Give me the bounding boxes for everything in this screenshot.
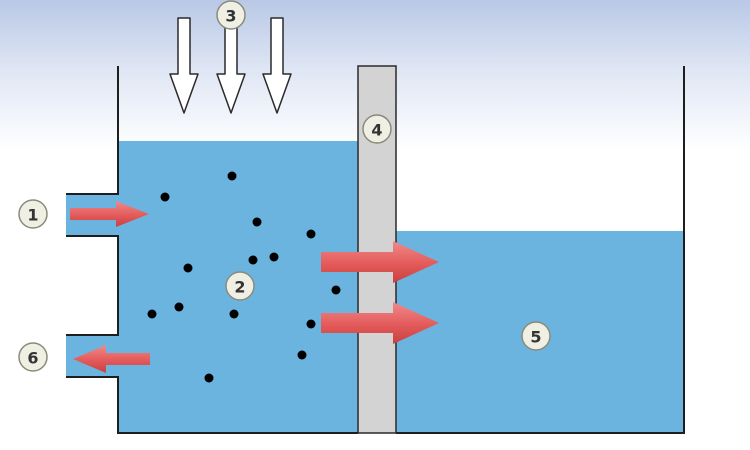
particle — [174, 302, 184, 312]
pressure-arrow-icon — [262, 17, 292, 114]
badge-2-label: 2 — [234, 278, 245, 297]
particle — [229, 309, 239, 319]
inlet-arrow-icon — [70, 201, 149, 227]
badge-3: 3 — [216, 0, 246, 30]
membrane-flow-arrow-icon — [321, 241, 439, 283]
particle — [306, 319, 316, 329]
particles — [147, 171, 341, 383]
particle — [269, 252, 279, 262]
badge-6: 6 — [18, 342, 48, 372]
badge-2: 2 — [225, 271, 255, 301]
badge-4: 4 — [362, 114, 392, 144]
badge-6-label: 6 — [27, 349, 38, 368]
particle — [147, 309, 157, 319]
particle — [160, 192, 170, 202]
badge-5-label: 5 — [530, 328, 541, 347]
badge-5: 5 — [521, 321, 551, 351]
pressure-arrow-icon — [216, 17, 246, 114]
badge-1-label: 1 — [27, 206, 38, 225]
badge-3-label: 3 — [225, 7, 236, 26]
membrane-flow-arrow-icon — [321, 302, 439, 344]
particle — [252, 217, 262, 227]
particle — [248, 255, 258, 265]
outlet-arrow-icon — [73, 345, 150, 373]
badge-1: 1 — [18, 199, 48, 229]
particle — [306, 229, 316, 239]
feed-tank-wall — [66, 66, 358, 434]
permeate-tank-wall — [396, 66, 685, 434]
particle — [183, 263, 193, 273]
badge-4-label: 4 — [371, 121, 382, 140]
particle — [297, 350, 307, 360]
pressure-arrows — [169, 17, 292, 114]
particle — [331, 285, 341, 295]
particle — [204, 373, 214, 383]
pressure-arrow-icon — [169, 17, 199, 114]
particle — [227, 171, 237, 181]
